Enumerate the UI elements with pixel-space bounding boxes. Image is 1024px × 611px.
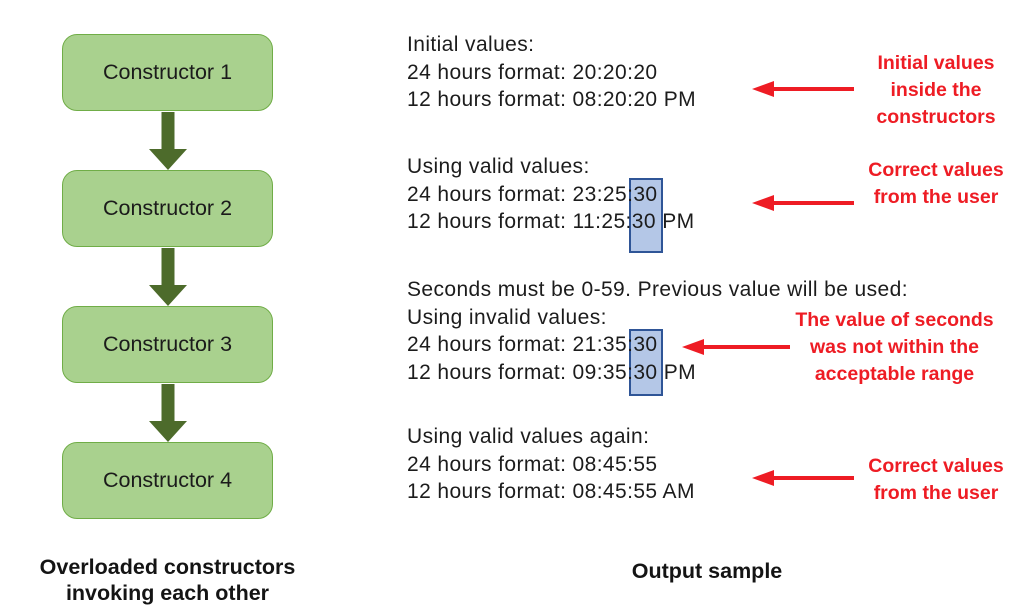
constructor-1-label: Constructor 1: [102, 60, 233, 84]
output-caption: Output sample: [631, 559, 783, 583]
output-block-valid-again: Using valid values again: 24 hours forma…: [407, 423, 695, 506]
annotation-correct-values-1: Correct values from the user: [856, 157, 1016, 211]
annotation-correct-values-2: Correct values from the user: [856, 453, 1016, 507]
output-line: 24 hours format: 23:25:30: [407, 181, 695, 209]
annotation-line: The value of seconds: [795, 309, 994, 331]
annotation-line: from the user: [873, 186, 999, 208]
output-line: 24 hours format: 08:45:55: [407, 452, 658, 476]
down-arrow-icon: [149, 112, 187, 170]
output-block-invalid: Seconds must be 0-59. Previous value wil…: [407, 276, 908, 386]
annotation-initial-values: Initial values inside the constructors: [856, 50, 1016, 131]
seconds-highlight: 30: [633, 182, 658, 206]
annotation-line: inside the: [890, 79, 982, 101]
output-line: 24 hours format: 21:35:30: [407, 331, 908, 359]
seconds-highlight: 30: [633, 360, 658, 384]
seconds-highlight: 30: [631, 210, 656, 233]
annotation-line: Correct values: [868, 455, 1004, 477]
down-arrow-icon: [149, 248, 187, 306]
annotation-line: acceptable range: [814, 363, 975, 385]
time-suffix: PM: [655, 210, 695, 233]
time-prefix: 12 hours format: 11:25:: [407, 210, 632, 233]
constructor-4-label: Constructor 4: [102, 468, 233, 492]
left-arrow-icon: [682, 339, 790, 355]
output-line: Using invalid values:: [407, 305, 607, 329]
left-arrow-icon: [752, 195, 854, 211]
annotation-line: Correct values: [868, 159, 1004, 181]
constructor-3-box: Constructor 3: [62, 306, 273, 383]
flowchart-caption-line1: Overloaded constructors: [39, 555, 296, 579]
constructor-2-box: Constructor 2: [62, 170, 273, 247]
seconds-highlight: 30: [633, 333, 658, 356]
output-line: Seconds must be 0-59. Previous value wil…: [407, 278, 908, 301]
constructor-1-box: Constructor 1: [62, 34, 273, 111]
time-prefix: 24 hours format: 23:25:: [407, 182, 634, 206]
output-line: 12 hours format: 08:45:55 AM: [407, 480, 695, 503]
output-line: 12 hours format: 11:25:30 PM: [407, 208, 695, 236]
output-line: 24 hours format: 20:20:20: [407, 60, 658, 84]
left-arrow-icon: [752, 81, 854, 97]
time-prefix: 12 hours format: 09:35:: [407, 360, 634, 384]
annotation-invalid-seconds: The value of seconds was not within the …: [772, 307, 1017, 388]
constructor-2-label: Constructor 2: [102, 196, 233, 220]
down-arrow-icon: [149, 384, 187, 442]
output-line: 12 hours format: 09:35:30 PM: [407, 359, 908, 387]
output-line: Using valid values again:: [407, 425, 650, 448]
constructor-3-label: Constructor 3: [102, 332, 233, 356]
output-line: Initial values:: [407, 33, 535, 56]
output-line: 12 hours format: 08:20:20 PM: [407, 88, 697, 111]
left-arrow-icon: [752, 470, 854, 486]
annotation-line: constructors: [876, 106, 996, 128]
flowchart-caption-line2: invoking each other: [65, 581, 270, 605]
annotation-line: from the user: [873, 482, 999, 504]
flowchart-caption: Overloaded constructors invoking each ot…: [10, 554, 325, 606]
annotation-line: Initial values: [877, 52, 995, 74]
output-block-initial: Initial values: 24 hours format: 20:20:2…: [407, 31, 696, 114]
time-prefix: 24 hours format: 21:35:: [407, 333, 634, 356]
time-suffix: PM: [657, 360, 697, 384]
annotation-line: was not within the: [810, 336, 979, 358]
output-line: Using valid values:: [407, 155, 590, 178]
constructor-4-box: Constructor 4: [62, 442, 273, 519]
output-block-valid: Using valid values: 24 hours format: 23:…: [407, 153, 695, 236]
